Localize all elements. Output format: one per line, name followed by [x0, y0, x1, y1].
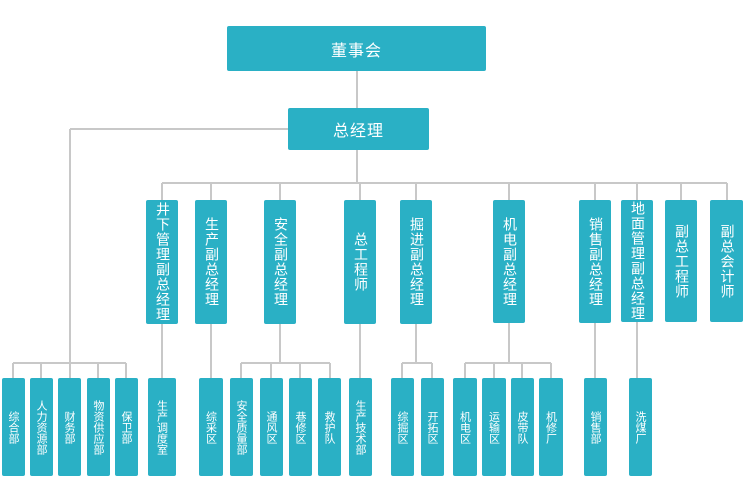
- unit-comprehensive-tunneling: 综掘区: [391, 378, 414, 476]
- unit-conveyor-team: 皮带队: [511, 378, 534, 476]
- deputy-electromechanical: 机电副总经理: [493, 200, 525, 323]
- dept-general-affairs: 综合部: [2, 378, 25, 476]
- unit-production-dispatch: 生产调度室: [148, 378, 176, 476]
- unit-ventilation: 通风区: [260, 378, 283, 476]
- dept-finance: 财务部: [58, 378, 81, 476]
- unit-electromechanical: 机电区: [453, 378, 477, 476]
- unit-transport: 运输区: [482, 378, 506, 476]
- deputy-sales: 销售副总经理: [579, 200, 611, 323]
- deputy-chief-accountant: 副总会计师: [710, 200, 743, 322]
- dept-human-resources: 人力资源部: [30, 378, 53, 476]
- unit-production-technology: 生产技术部: [349, 378, 372, 476]
- unit-safety-quality: 安全质量部: [230, 378, 253, 476]
- chief-engineer: 总工程师: [344, 200, 376, 324]
- dept-security: 保卫部: [115, 378, 138, 476]
- deputy-surface-mgmt: 地面管理副总经理: [621, 200, 653, 322]
- deputy-chief-engineer: 副总工程师: [665, 200, 697, 322]
- board-of-directors-box: 董事会: [227, 26, 486, 71]
- deputy-production: 生产副总经理: [195, 200, 227, 324]
- unit-machine-repair: 机修厂: [539, 378, 563, 476]
- unit-fully-mechanized-mining: 综采区: [199, 378, 223, 476]
- unit-sales: 销售部: [584, 378, 607, 476]
- deputy-tunneling: 掘进副总经理: [400, 200, 432, 324]
- unit-rescue-team: 救护队: [318, 378, 341, 476]
- unit-development: 开拓区: [421, 378, 444, 476]
- unit-coal-washing: 洗煤厂: [629, 378, 652, 476]
- dept-material-supply: 物资供应部: [87, 378, 110, 476]
- deputy-safety: 安全副总经理: [264, 200, 296, 324]
- deputy-underground-mgmt: 井下管理副总经理: [146, 200, 178, 324]
- unit-roadway-repair: 巷修区: [289, 378, 312, 476]
- general-manager-box: 总经理: [288, 108, 429, 150]
